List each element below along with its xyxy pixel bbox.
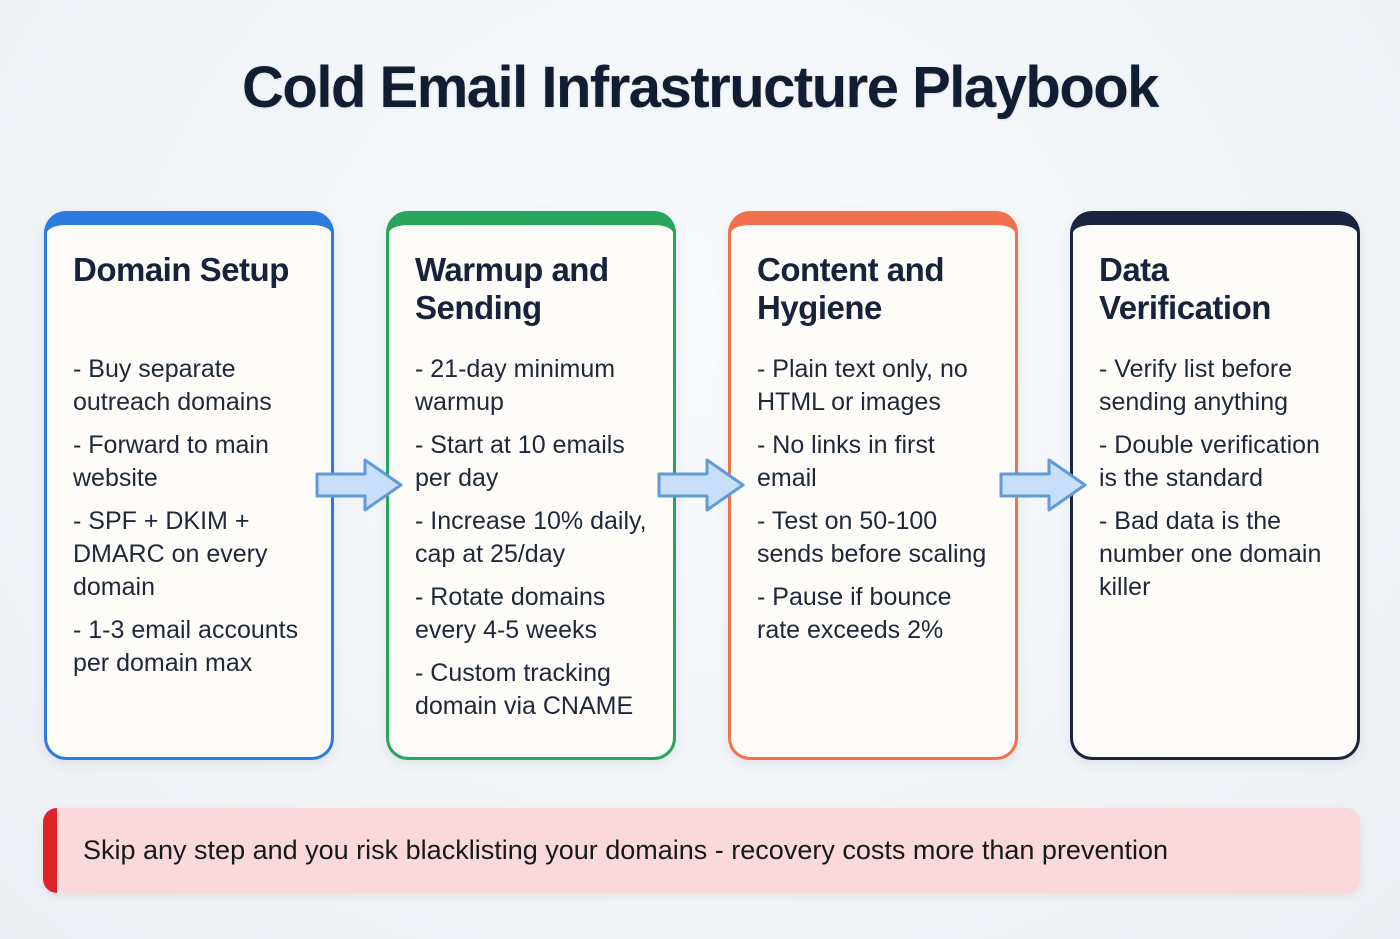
list-item: - Forward to main website [73,431,269,492]
list-item: - Rotate domains every 4-5 weeks [415,583,606,644]
list-item: - Increase 10% daily, cap at 25/day [415,507,647,568]
arrow-shape [315,458,403,512]
card-body: Content and Hygiene - Plain text only, n… [731,225,1015,647]
card-body: Data Verification - Verify list before s… [1073,225,1357,604]
warning-banner: Skip any step and you risk blacklisting … [43,808,1360,893]
card-title: Warmup and Sending [415,251,609,326]
card-title: Data Verification [1099,251,1271,326]
card-content-hygiene: Content and Hygiene - Plain text only, n… [728,211,1018,760]
card-item-list: - Plain text only, no HTML or images - N… [757,353,993,647]
list-item: - Double verification is the standard [1099,431,1320,492]
page-title: Cold Email Infrastructure Playbook [242,55,1159,120]
list-item: - Custom tracking domain via CNAME [415,659,634,720]
list-item: - Buy separate outreach domains [73,355,272,416]
warning-text: Skip any step and you risk blacklisting … [83,835,1169,865]
card-domain-setup: Domain Setup - Buy separate outreach dom… [44,211,334,760]
list-item: - Start at 10 emails per day [415,431,625,492]
list-item: - Verify list before sending anything [1099,355,1293,416]
warning-accent-bar [43,808,57,893]
card-body: Warmup and Sending - 21-day minimum warm… [389,225,673,723]
arrow-shape [999,458,1087,512]
card-item-list: - Verify list before sending anything - … [1099,353,1335,604]
card-body: Domain Setup - Buy separate outreach dom… [47,225,331,680]
card-title: Content and Hygiene [757,251,944,326]
flow-arrow-icon [657,458,745,512]
list-item: - Plain text only, no HTML or images [757,355,968,416]
list-item: - SPF + DKIM + DMARC on every domain [73,507,268,601]
list-item: - 21-day minimum warmup [415,355,616,416]
list-item: - Bad data is the number one domain kill… [1099,507,1322,601]
card-item-list: - 21-day minimum warmup - Start at 10 em… [415,353,651,723]
list-item: - No links in first email [757,431,935,492]
list-item: - 1-3 email accounts per domain max [73,616,299,677]
flow-arrow-icon [315,458,403,512]
card-warmup-sending: Warmup and Sending - 21-day minimum warm… [386,211,676,760]
card-title: Domain Setup [73,251,289,288]
arrow-shape [657,458,745,512]
card-item-list: - Buy separate outreach domains - Forwar… [73,353,309,680]
list-item: - Pause if bounce rate exceeds 2% [757,583,952,644]
card-data-verification: Data Verification - Verify list before s… [1070,211,1360,760]
flow-arrow-icon [999,458,1087,512]
list-item: - Test on 50-100 sends before scaling [757,507,987,568]
